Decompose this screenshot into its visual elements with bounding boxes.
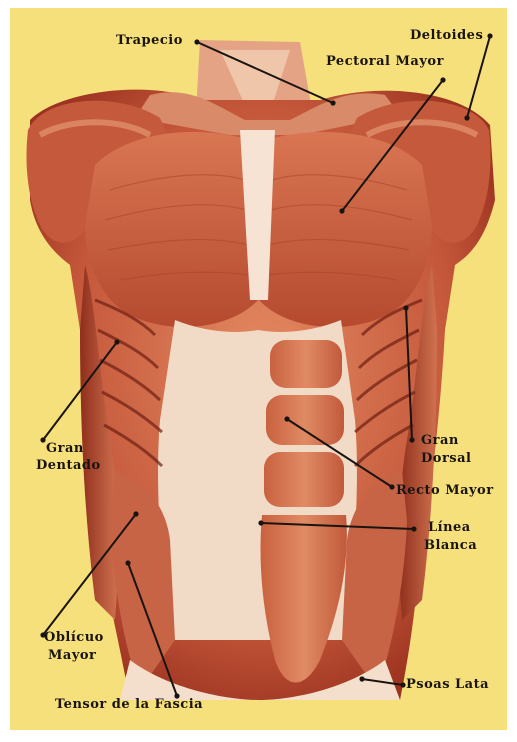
- label-psoas-lata: Psoas Lata: [406, 677, 489, 693]
- label-trapecio: Trapecio: [116, 33, 183, 49]
- label-linea-blanca-line2: Blanca: [424, 538, 477, 554]
- label-oblicuo-mayor-line1: Oblícuo: [44, 630, 104, 646]
- label-gran-dentado-line1: Gran: [46, 441, 84, 457]
- label-gran-dorsal-line2: Dorsal: [421, 451, 471, 467]
- label-gran-dentado-line2: Dentado: [36, 458, 101, 474]
- label-gran-dorsal-line1: Gran: [421, 433, 459, 449]
- label-deltoides: Deltoides: [410, 28, 483, 44]
- label-pectoral-mayor: Pectoral Mayor: [326, 54, 444, 70]
- label-recto-mayor: Recto Mayor: [396, 483, 494, 499]
- left-pectoral-muscle: [85, 132, 258, 327]
- label-oblicuo-mayor-line2: Mayor: [48, 648, 96, 664]
- label-linea-blanca-line1: Línea: [428, 520, 471, 536]
- right-pectoral-muscle: [259, 132, 432, 327]
- label-tensor-de-la-fascia: Tensor de la Fascia: [55, 697, 203, 713]
